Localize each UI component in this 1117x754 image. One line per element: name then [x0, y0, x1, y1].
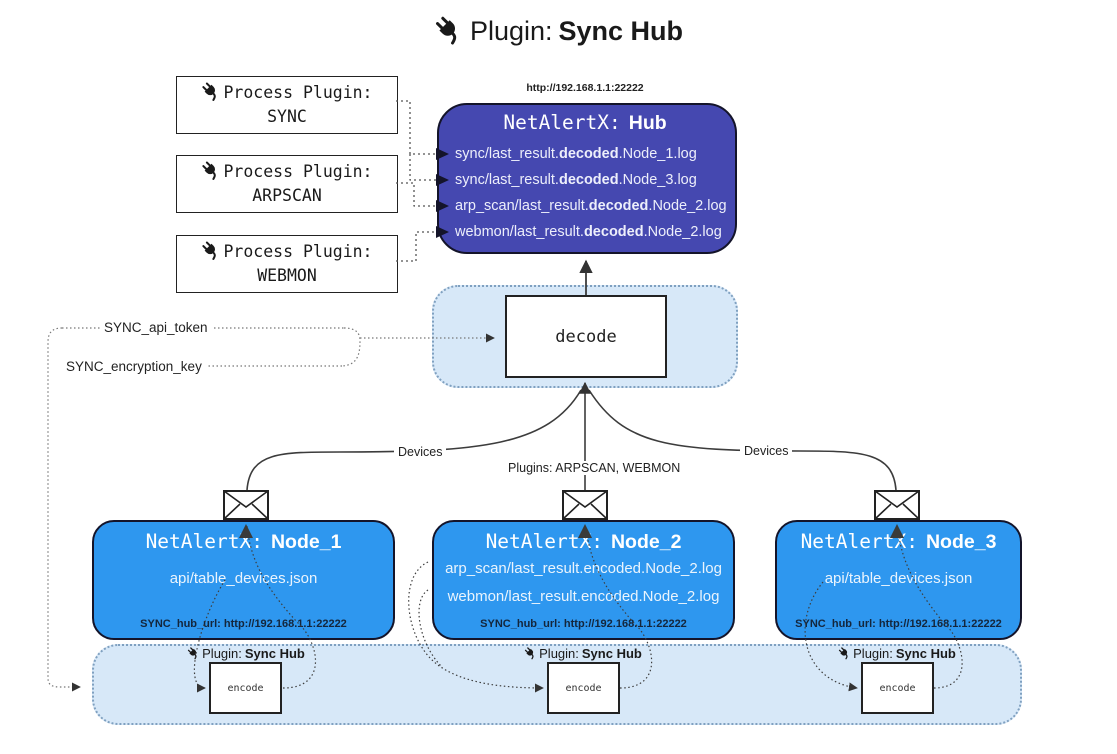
page-title: Plugin:Sync Hub	[0, 16, 1117, 47]
node-files: api/table_devices.json	[94, 565, 393, 593]
node-box-node3: NetAlertX:Node_3 api/table_devices.json …	[775, 520, 1022, 640]
plug-icon	[187, 647, 200, 660]
hub-title: NetAlertX: Hub	[437, 111, 733, 135]
page-title-name: Sync Hub	[558, 16, 684, 46]
decode-label: decode	[555, 326, 617, 347]
plug-icon	[201, 241, 221, 261]
devices-label-left: Devices	[394, 445, 447, 459]
process-to-hub-connectors	[396, 100, 436, 262]
hub-log-line: webmon/last_result.decoded.Node_2.log	[455, 224, 722, 240]
node-title: NetAlertX:Node_2	[485, 530, 682, 553]
node-title: NetAlertX:Node_3	[800, 530, 997, 553]
sync-encryption-key-label: SYNC_encryption_key	[62, 359, 206, 374]
hub-url-label: http://192.168.1.1:22222	[526, 82, 644, 94]
encoder-plugin-label: Plugin:Sync Hub	[161, 646, 331, 661]
plug-icon	[201, 82, 221, 102]
encoder-plugin-label: Plugin:Sync Hub	[498, 646, 668, 661]
devices-label-right: Devices	[740, 444, 793, 458]
node-box-node1: NetAlertX:Node_1 api/table_devices.json …	[92, 520, 395, 640]
plugins-label-center: Plugins: ARPSCAN, WEBMON	[504, 461, 685, 475]
hub-log-line: arp_scan/last_result.decoded.Node_2.log	[455, 198, 727, 214]
hub-log-line: sync/last_result.decoded.Node_3.log	[455, 172, 697, 188]
encode-box: encode	[547, 662, 620, 714]
hub-log-line: sync/last_result.decoded.Node_1.log	[455, 146, 697, 162]
encode-box: encode	[861, 662, 934, 714]
encode-label: encode	[227, 682, 264, 694]
process-plugin-box-webmon: Process Plugin: WEBMON	[176, 235, 398, 293]
plug-icon	[201, 161, 221, 181]
process-plugin-name: WEBMON	[257, 266, 317, 285]
node-hub-url: SYNC_hub_url: http://192.168.1.1:22222	[795, 618, 1002, 630]
hub-log-list: sync/last_result.decoded.Node_1.log sync…	[437, 141, 733, 245]
sync-api-token-label: SYNC_api_token	[100, 320, 212, 335]
process-plugin-label: Process Plugin:	[223, 162, 373, 181]
plug-icon	[434, 16, 464, 46]
node-title: NetAlertX:Node_1	[145, 530, 342, 553]
node-box-node2: NetAlertX:Node_2 arp_scan/last_result.en…	[432, 520, 735, 640]
hub-title-name: Hub	[628, 112, 667, 134]
node-file: arp_scan/last_result.encoded.Node_2.log	[445, 560, 722, 577]
plug-icon	[524, 647, 537, 660]
plug-icon	[838, 647, 851, 660]
node-files: api/table_devices.json	[777, 565, 1020, 593]
encoder-plugin-label: Plugin:Sync Hub	[812, 646, 982, 661]
encode-box: encode	[209, 662, 282, 714]
node-files: arp_scan/last_result.encoded.Node_2.log …	[434, 555, 733, 611]
node-file: webmon/last_result.encoded.Node_2.log	[447, 588, 720, 605]
process-plugin-box-sync: Process Plugin: SYNC	[176, 76, 398, 134]
process-plugin-label: Process Plugin:	[223, 83, 373, 102]
envelope-icon	[223, 490, 920, 520]
node-hub-url: SYNC_hub_url: http://192.168.1.1:22222	[140, 618, 347, 630]
encode-label: encode	[565, 682, 602, 694]
node-file: api/table_devices.json	[824, 570, 973, 587]
decode-box: decode	[505, 295, 667, 378]
node-file: api/table_devices.json	[169, 570, 318, 587]
process-plugin-name: SYNC	[267, 107, 307, 126]
encode-label: encode	[879, 682, 916, 694]
process-plugin-label: Process Plugin:	[223, 242, 373, 261]
process-plugin-box-arpscan: Process Plugin: ARPSCAN	[176, 155, 398, 213]
process-plugin-name: ARPSCAN	[252, 186, 322, 205]
hub-title-prefix: NetAlertX:	[503, 111, 621, 134]
page-title-prefix: Plugin:	[469, 16, 553, 46]
node-hub-url: SYNC_hub_url: http://192.168.1.1:22222	[480, 618, 687, 630]
